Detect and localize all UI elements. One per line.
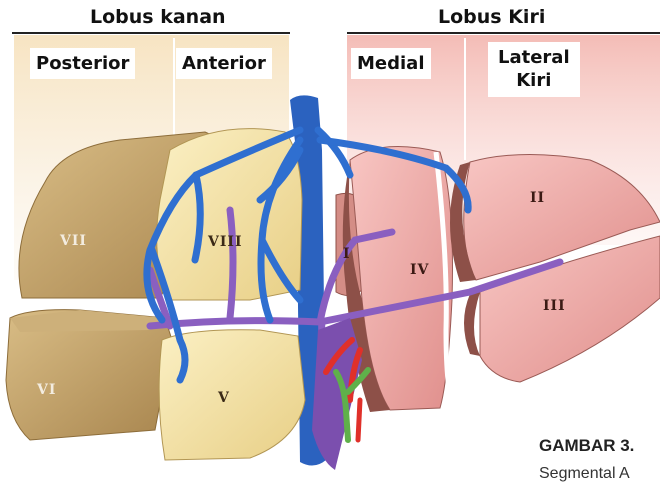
segment-iii-side (464, 292, 480, 356)
segment-v-label: V (218, 390, 230, 406)
anterior-label: Anterior (176, 48, 272, 79)
segment-iv-label: IV (410, 262, 429, 278)
segment-viii-label: VIII (208, 234, 243, 250)
segment-ii-label: II (530, 190, 545, 206)
left-lobe-header: Lobus Kiri (438, 6, 545, 28)
lateral-label: Lateral Kiri (488, 42, 580, 97)
lateral-label-line2: Kiri (498, 69, 570, 92)
segment-vii-label: VII (60, 233, 87, 249)
right-lobe-header: Lobus kanan (90, 6, 226, 28)
segment-i-label: I (343, 246, 351, 262)
segment-iii-label: III (543, 298, 566, 314)
segment-vi-label: VI (37, 382, 56, 398)
figure-caption-title: GAMBAR 3. (539, 436, 634, 456)
posterior-label: Posterior (30, 48, 135, 79)
figure-caption-subtitle: Segmental A (539, 465, 630, 483)
medial-label: Medial (351, 48, 431, 79)
lateral-label-line1: Lateral (498, 46, 570, 69)
